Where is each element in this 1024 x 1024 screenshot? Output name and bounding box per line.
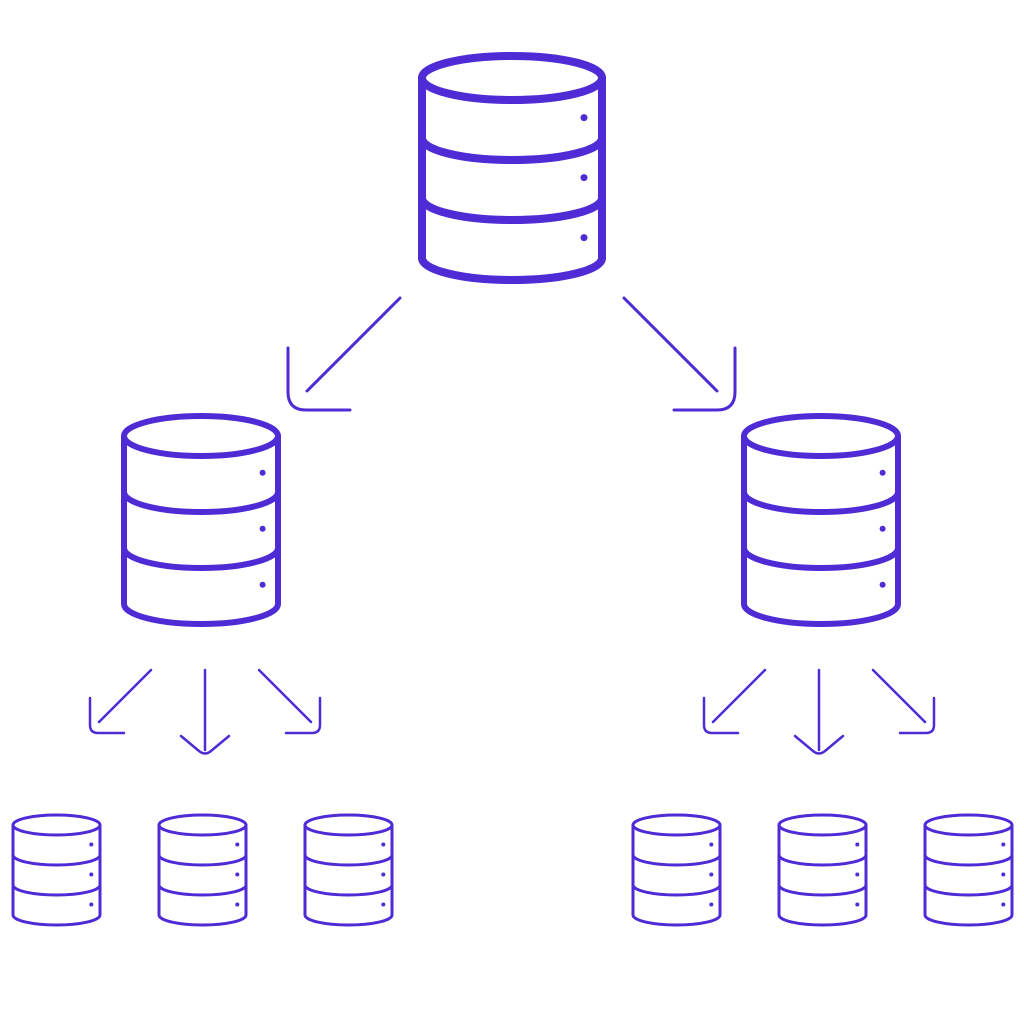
database-band: [11, 853, 102, 867]
database-mid-left: [121, 413, 281, 627]
arrow-down-left-icon: [286, 296, 402, 412]
database-top-ellipse: [418, 52, 606, 104]
database-body: [121, 433, 281, 627]
database-indicator-dot: [381, 872, 386, 877]
database-body: [923, 823, 1014, 927]
database-indicator-dot: [1001, 842, 1006, 847]
database-indicator-dot: [879, 581, 886, 588]
arrow-down-right-icon: [622, 296, 737, 412]
database-band: [741, 545, 901, 571]
database-band: [157, 883, 248, 897]
database-band: [631, 883, 722, 897]
database-band: [11, 883, 102, 897]
database-indicator-dot: [235, 842, 240, 847]
database-body: [157, 823, 248, 927]
database-indicator-dot: [709, 902, 714, 907]
database-band: [777, 853, 868, 867]
database-indicator-dot: [381, 902, 386, 907]
database-band: [121, 489, 281, 515]
database-indicator-dot: [1001, 872, 1006, 877]
database-indicator-dot: [235, 902, 240, 907]
arrow-down-right-icon-right: [871, 668, 936, 735]
database-indicator-dot: [709, 872, 714, 877]
database-band: [303, 883, 394, 897]
database-top-ellipse: [631, 813, 722, 837]
database-band: [777, 883, 868, 897]
database-band: [418, 194, 606, 224]
database-body: [303, 823, 394, 927]
database-indicator-dot: [580, 114, 588, 122]
database-indicator-dot: [259, 525, 266, 532]
database-indicator-dot: [855, 872, 860, 877]
database-leaf-3: [303, 813, 394, 927]
database-band: [157, 853, 248, 867]
database-top-ellipse: [11, 813, 102, 837]
database-indicator-dot: [580, 234, 588, 242]
database-body: [777, 823, 868, 927]
database-indicator-dot: [89, 872, 94, 877]
database-top-ellipse: [121, 413, 281, 459]
database-indicator-dot: [259, 469, 266, 476]
arrow-down-icon-right: [793, 668, 845, 755]
database-mid-right: [741, 413, 901, 627]
database-indicator-dot: [580, 174, 588, 182]
database-top-ellipse: [741, 413, 901, 459]
database-indicator-dot: [879, 525, 886, 532]
database-indicator-dot: [1001, 902, 1006, 907]
database-band: [418, 134, 606, 164]
database-leaf-6: [923, 813, 1014, 927]
database-band: [741, 489, 901, 515]
database-indicator-dot: [879, 469, 886, 476]
arrow-down-left-icon-left: [88, 668, 153, 735]
database-indicator-dot: [709, 842, 714, 847]
database-indicator-dot: [259, 581, 266, 588]
database-band: [923, 883, 1014, 897]
arrow-down-icon-left: [179, 668, 231, 755]
database-band: [303, 853, 394, 867]
database-leaf-5: [777, 813, 868, 927]
database-indicator-dot: [89, 902, 94, 907]
database-leaf-2: [157, 813, 248, 927]
database-top-ellipse: [777, 813, 868, 837]
database-indicator-dot: [89, 842, 94, 847]
database-body: [11, 823, 102, 927]
database-body: [418, 74, 606, 284]
database-band: [121, 545, 281, 571]
database-leaf-1: [11, 813, 102, 927]
database-body: [631, 823, 722, 927]
database-indicator-dot: [855, 902, 860, 907]
database-indicator-dot: [855, 842, 860, 847]
arrow-down-left-icon-right: [702, 668, 767, 735]
database-band: [631, 853, 722, 867]
arrow-down-right-icon-left: [257, 668, 322, 735]
database-top-ellipse: [923, 813, 1014, 837]
database-indicator-dot: [381, 842, 386, 847]
database-indicator-dot: [235, 872, 240, 877]
database-body: [741, 433, 901, 627]
database-leaf-4: [631, 813, 722, 927]
database-top-ellipse: [303, 813, 394, 837]
database-band: [923, 853, 1014, 867]
database-root: [418, 52, 606, 284]
database-top-ellipse: [157, 813, 248, 837]
